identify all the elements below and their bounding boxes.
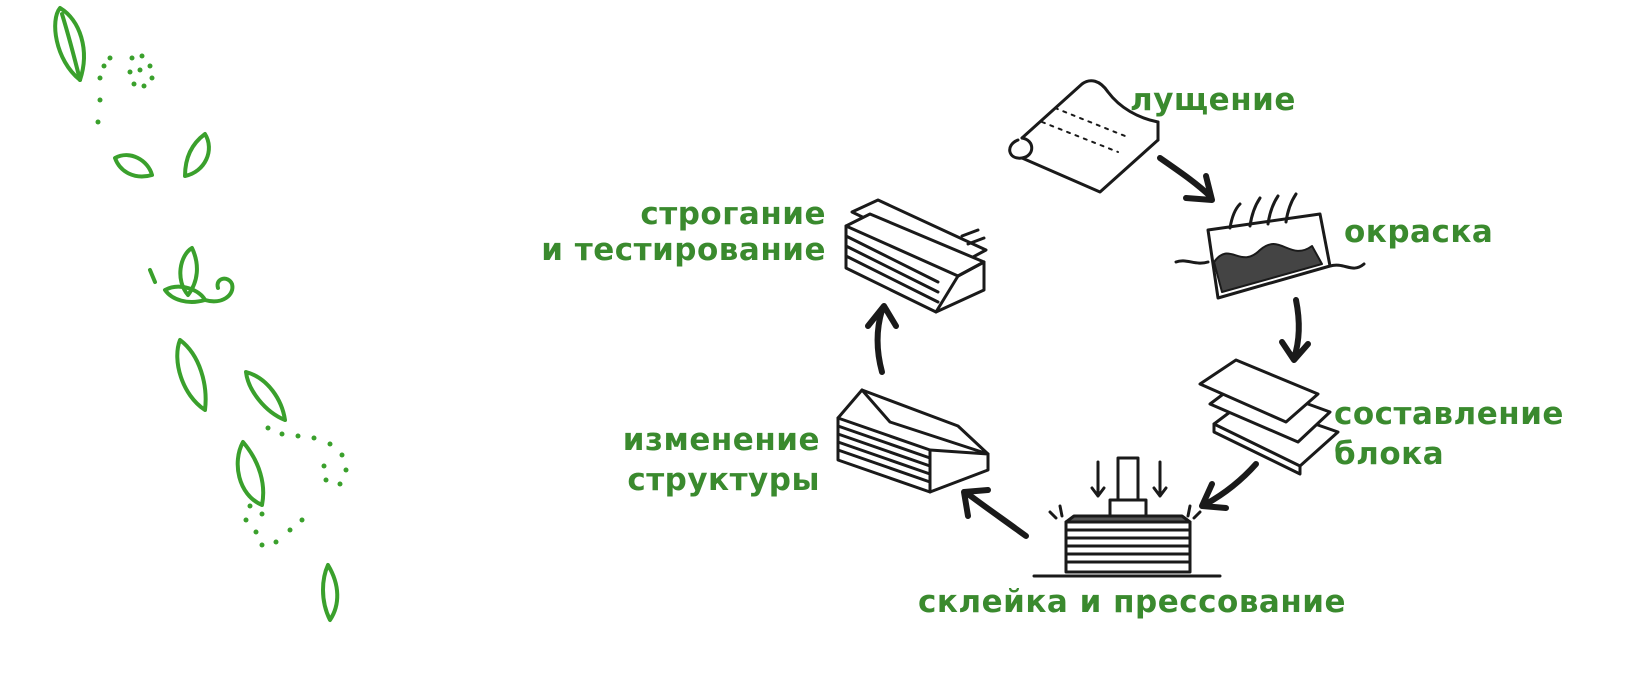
step-label-coloring: окраска: [1344, 214, 1494, 250]
step-label-planing: строгание и тестирование: [541, 196, 826, 268]
arrow-2: [1291, 297, 1302, 361]
veneer-stack-icon: [1198, 358, 1340, 476]
step-label-gluing: склейка и прессование: [918, 584, 1347, 620]
arrow-3: [1203, 461, 1259, 507]
step-label-assembly: составление блока: [1334, 396, 1564, 472]
arrow-5: [874, 307, 885, 375]
step-label-structure: изменение структуры: [622, 422, 820, 498]
leaf-vine-icon: [53, 6, 349, 622]
planed-stack-icon: [844, 198, 988, 314]
press-icon: [1032, 456, 1222, 578]
dye-bath-icon: [1174, 192, 1366, 300]
cycle-arrows: [865, 155, 1311, 539]
arrow-4: [965, 491, 1029, 539]
step-label-peeling: лущение: [1130, 82, 1296, 118]
folded-stack-icon: [836, 388, 990, 494]
veneer-roll-icon: [1008, 79, 1160, 194]
arrow-1: [1157, 155, 1213, 199]
